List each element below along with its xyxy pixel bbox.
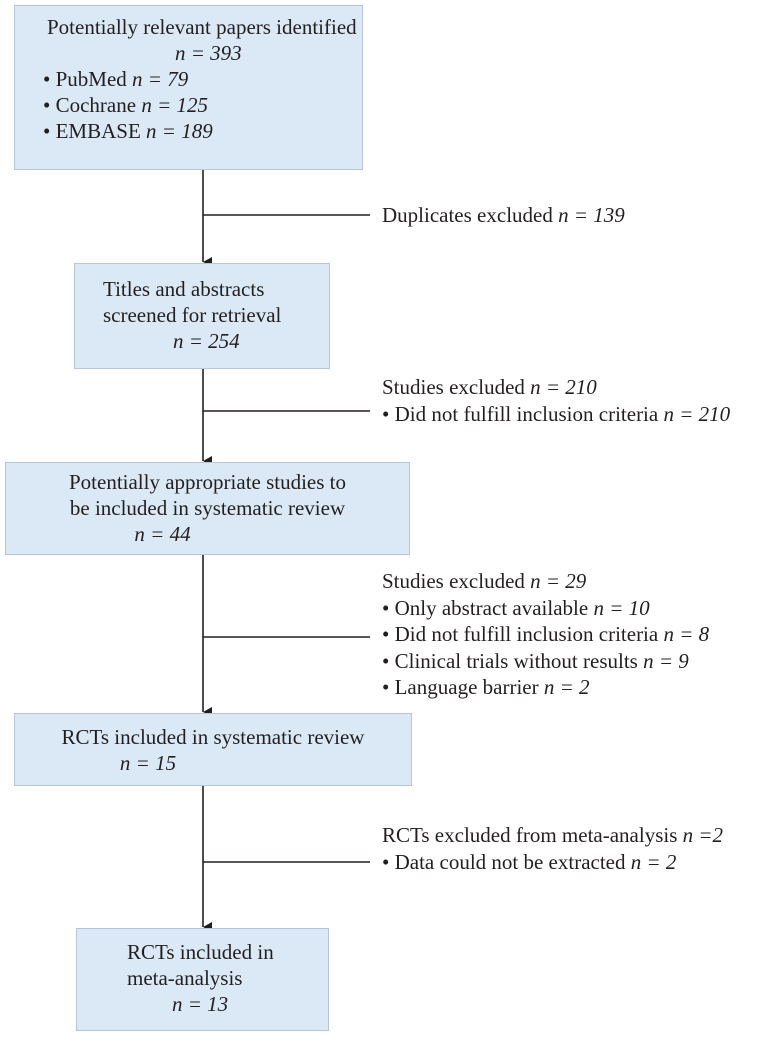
eligibility-reason-abstract-text: Only abstract available — [394, 595, 594, 620]
duplicates-count: n = 139 — [558, 203, 625, 227]
identified-box: Potentially relevant papers identified n… — [14, 5, 363, 170]
screening-reason-count: n = 210 — [663, 401, 731, 426]
screening-excluded-count: n = 210 — [530, 375, 597, 399]
eligibility-reason-criteria-count: n = 8 — [663, 622, 710, 646]
appropriate-line2: be included in systematic review — [69, 496, 346, 520]
screening-reason-text: Did not fulfill inclusion criteria — [394, 401, 664, 426]
source-cochrane: • Cochrane n = 125 — [43, 93, 208, 117]
screening-reason: • Did not fulfill inclusion criteria n =… — [382, 401, 731, 426]
eligibility-reason-language: • Language barrier n = 2 — [382, 675, 590, 699]
source-embase: • EMBASE n = 189 — [43, 119, 213, 143]
eligibility-excluded-label: Studies excluded — [382, 569, 531, 593]
eligibility-reason-abstract-count: n = 10 — [593, 595, 650, 620]
eligibility-reason-trials-text: Clinical trials without results — [394, 648, 644, 673]
eligibility-reason-language-text: Language barrier — [394, 675, 544, 699]
source-pubmed: • PubMed n = 79 — [43, 67, 189, 91]
source-pubmed-name: PubMed — [55, 67, 133, 91]
rcts-ma-count: n = 13 — [172, 992, 229, 1016]
duplicates-note: Duplicates excluded n = 139 — [382, 202, 625, 229]
rcts-ma-line2: meta-analysis — [127, 966, 243, 990]
screening-exclusions-note: Studies excluded n = 210 • Did not fulfi… — [382, 374, 730, 427]
eligibility-reason-language-count: n = 2 — [543, 675, 590, 699]
rcts-ma-line1: RCTs included in — [127, 940, 274, 964]
duplicates-label: Duplicates excluded — [382, 203, 559, 227]
rcts-sr-line1: RCTs included in systematic review — [61, 725, 365, 749]
appropriate-line1: Potentially appropriate studies to — [68, 470, 347, 494]
screened-box: Titles and abstracts screened for retrie… — [74, 263, 330, 369]
meta-excluded-label: RCTs excluded from meta-analysis — [382, 823, 683, 847]
identified-count: n = 393 — [175, 41, 242, 65]
appropriate-count: n = 44 — [134, 522, 191, 546]
rcts-meta-analysis-box: RCTs included in meta-analysis n = 13 — [76, 928, 329, 1031]
screened-line1: Titles and abstracts — [103, 277, 265, 301]
identified-title: Potentially relevant papers identified — [47, 15, 357, 39]
eligibility-reason-criteria: • Did not fulfill inclusion criteria n =… — [382, 622, 710, 646]
eligibility-exclusions-note: Studies excluded n = 29 • Only abstract … — [382, 568, 709, 701]
source-pubmed-count: n = 79 — [132, 67, 189, 91]
eligibility-reason-criteria-text: Did not fulfill inclusion criteria — [394, 622, 664, 646]
source-cochrane-name: Cochrane — [55, 93, 142, 117]
meta-reason: • Data could not be extracted n = 2 — [382, 849, 677, 874]
source-embase-name: EMBASE — [55, 119, 147, 143]
eligibility-reason-trials: • Clinical trials without results n = 9 — [382, 648, 689, 673]
eligibility-excluded-count: n = 29 — [530, 569, 587, 593]
screening-excluded-label: Studies excluded — [382, 375, 531, 399]
screened-count: n = 254 — [173, 329, 240, 353]
rcts-systematic-review-box: RCTs included in systematic review n = 1… — [14, 713, 412, 786]
meta-excluded-count: n =2 — [682, 823, 724, 847]
eligibility-reason-trials-count: n = 9 — [643, 648, 689, 673]
source-embase-count: n = 189 — [146, 119, 213, 143]
eligibility-reason-abstract: • Only abstract available n = 10 — [382, 595, 650, 620]
meta-reason-text: Data could not be extracted — [394, 849, 631, 874]
meta-reason-count: n = 2 — [630, 849, 677, 874]
appropriate-box: Potentially appropriate studies to be in… — [5, 462, 410, 555]
screened-line2: screened for retrieval — [103, 303, 282, 327]
rcts-sr-count: n = 15 — [119, 751, 177, 775]
source-cochrane-count: n = 125 — [141, 93, 208, 117]
meta-exclusions-note: RCTs excluded from meta-analysis n =2 • … — [382, 822, 723, 875]
